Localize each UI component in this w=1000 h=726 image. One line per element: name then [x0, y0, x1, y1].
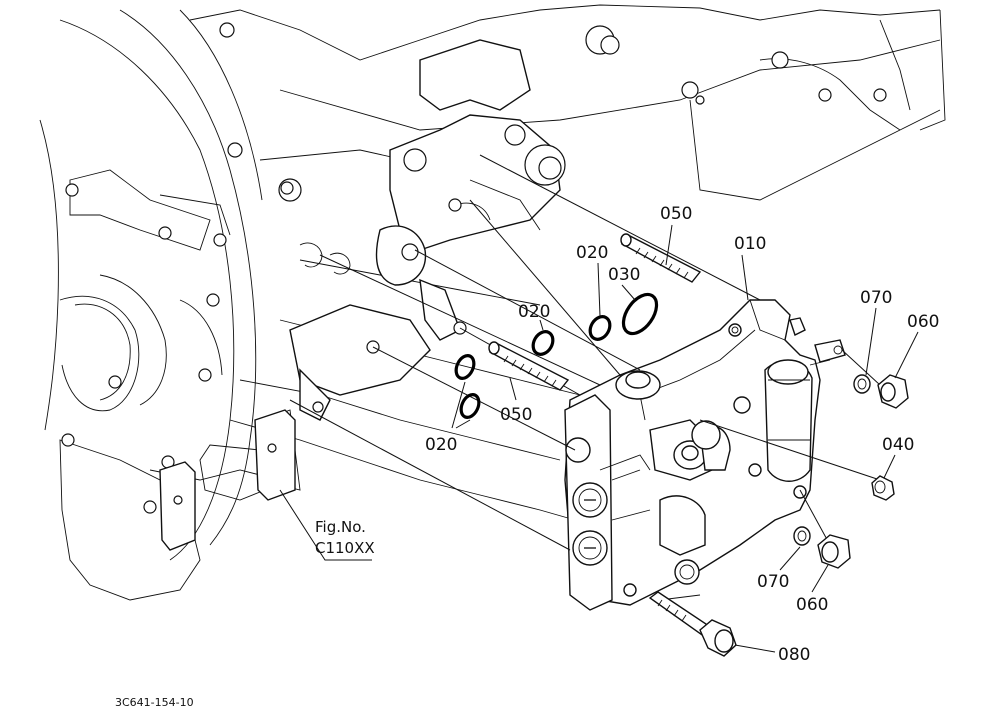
label-060-upper: 060 — [907, 312, 939, 332]
label-060-lower: 060 — [796, 595, 828, 615]
label-070-lower: 070 — [757, 572, 789, 592]
o-ring-030 — [621, 292, 659, 336]
o-ring-020-c — [454, 354, 476, 380]
bolt-080 — [648, 591, 737, 657]
label-030: 030 — [608, 265, 640, 285]
fig-ref-line2: C110XX — [315, 539, 375, 557]
label-020-upper: 020 — [576, 243, 608, 263]
o-ring-020-a — [531, 330, 555, 356]
drawing-number: 3C641-154-10 — [115, 696, 194, 709]
label-020-lower: 020 — [425, 435, 457, 455]
nut-060-upper — [877, 374, 909, 409]
fig-ref-line1: Fig.No. — [315, 518, 366, 536]
transmission-housing — [39, 4, 946, 601]
washer-070-lower — [793, 526, 811, 546]
label-010: 010 — [734, 234, 766, 254]
label-020-middle: 020 — [518, 302, 550, 322]
o-ring-020-b — [588, 315, 612, 341]
stud-050-upper — [620, 233, 702, 283]
label-050-lower: 050 — [500, 405, 532, 425]
label-070-upper: 070 — [860, 288, 892, 308]
plug-040 — [871, 475, 895, 501]
washer-070-upper — [853, 374, 871, 394]
callout-leaders — [279, 224, 919, 653]
nut-060-lower — [817, 534, 851, 569]
stud-050-lower — [488, 341, 570, 391]
mounting-bracket — [289, 39, 566, 421]
o-rings — [454, 292, 659, 419]
label-050-upper: 050 — [660, 204, 692, 224]
o-ring-020-d — [459, 393, 481, 419]
valve-assembly-010 — [564, 299, 846, 611]
callout-labels: 010 050 020 030 020 050 020 070 060 040 … — [115, 204, 939, 709]
mounting-pads — [159, 409, 296, 551]
label-080: 080 — [778, 645, 810, 665]
label-040: 040 — [882, 435, 914, 455]
explosion-lines — [289, 154, 881, 601]
